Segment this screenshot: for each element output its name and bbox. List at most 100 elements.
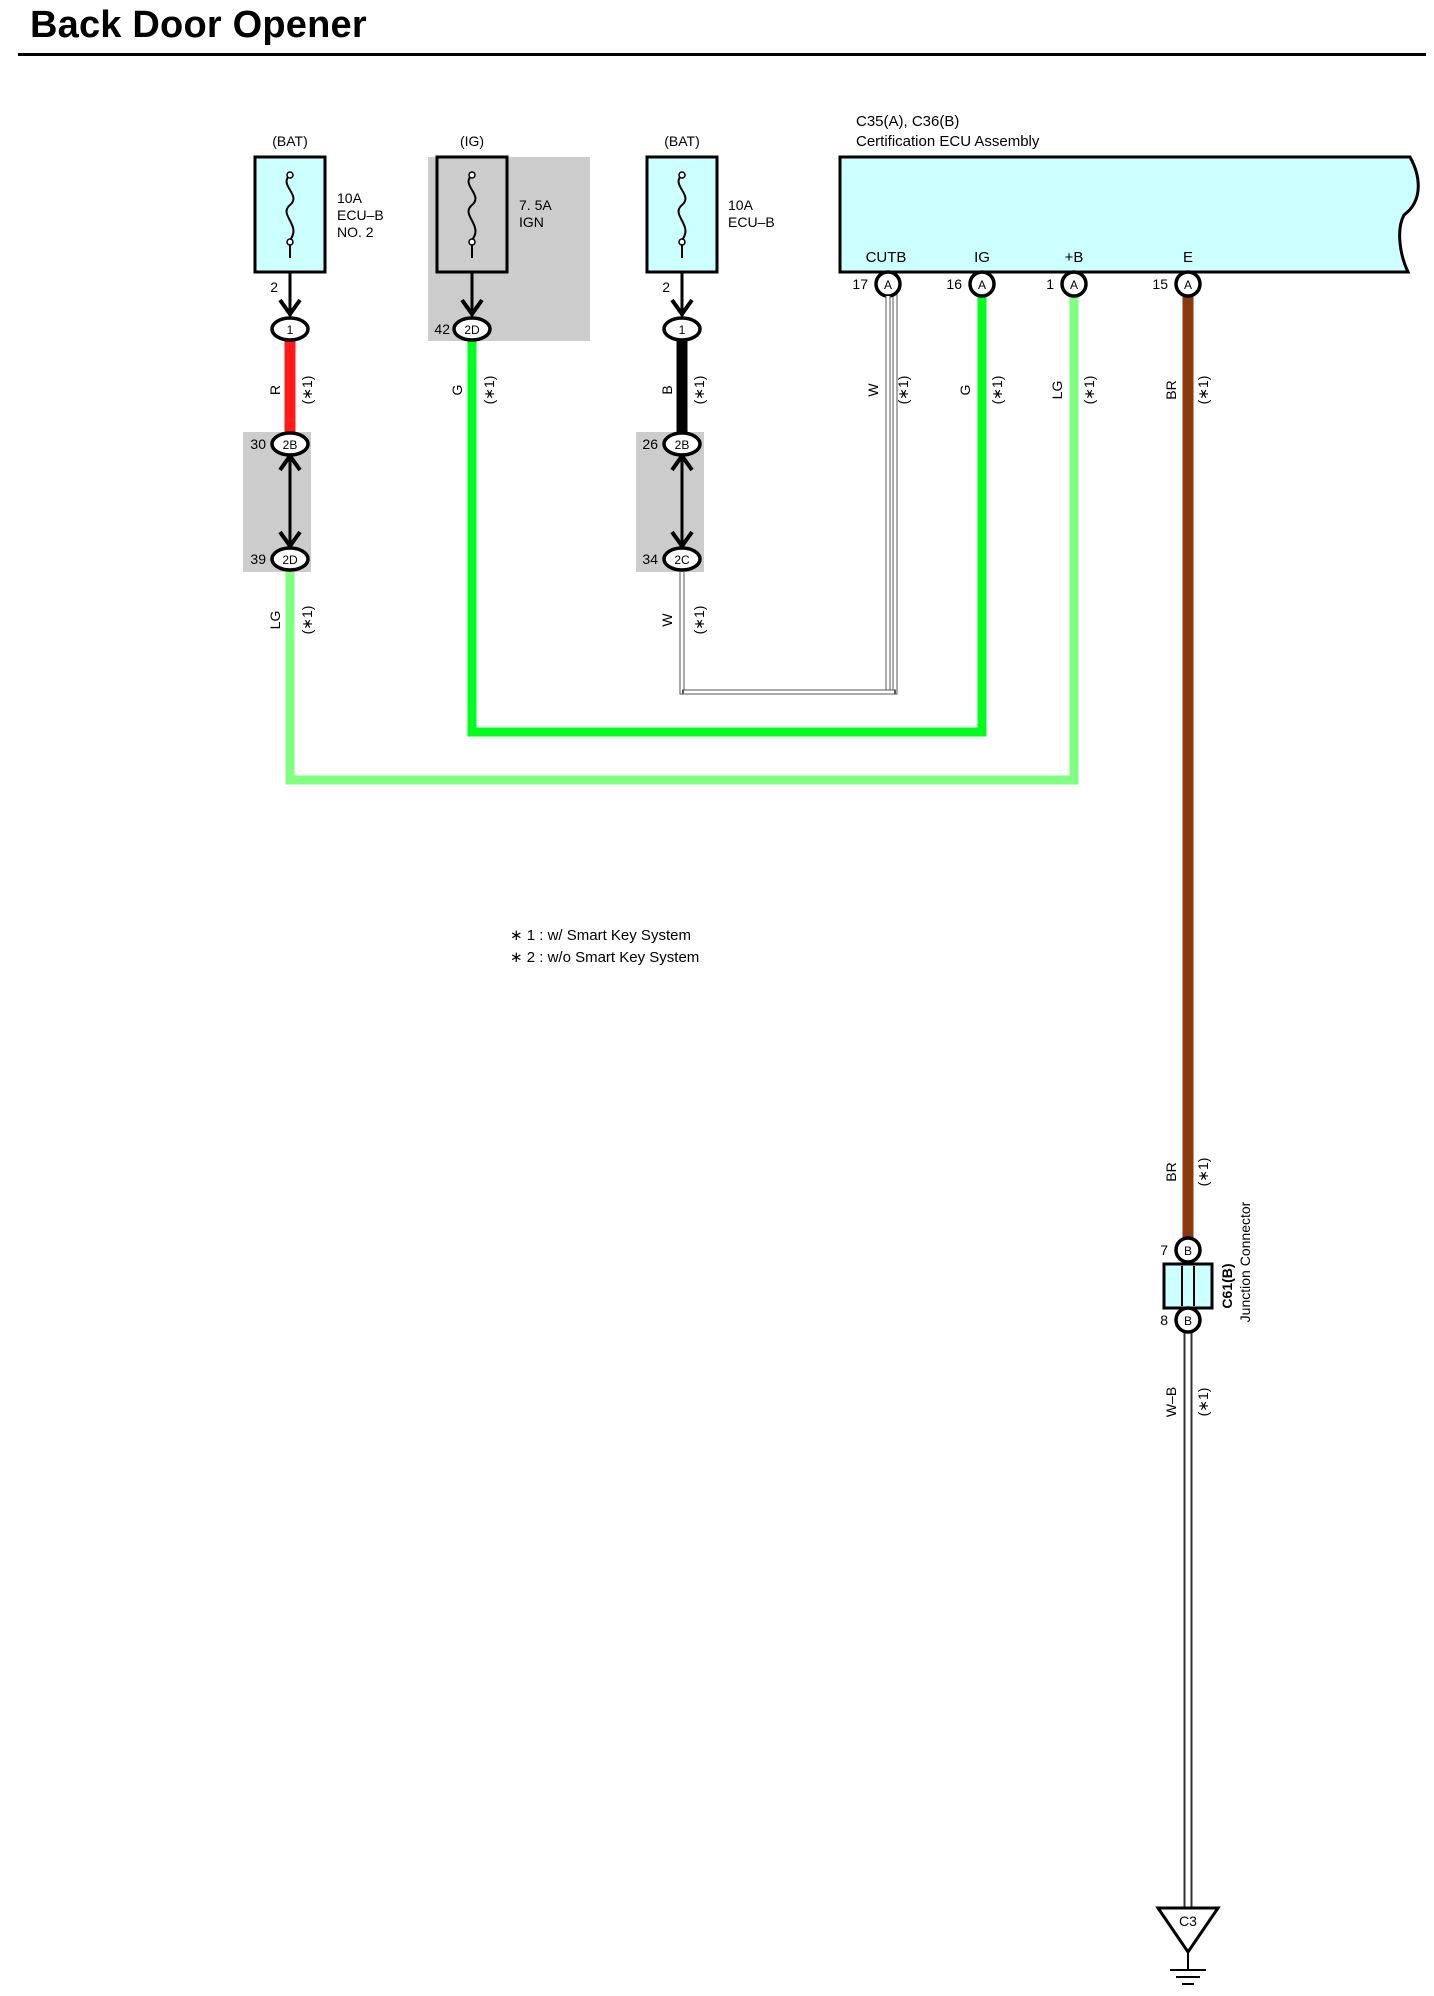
svg-text:42: 42 <box>434 321 450 337</box>
jc-name: Junction Connector <box>1237 1201 1253 1322</box>
wire-label-r: R (∗1) <box>267 376 315 405</box>
svg-text:A: A <box>1184 278 1192 292</box>
fuse1-name2: NO. 2 <box>337 224 374 240</box>
wire-label-br2: BR (∗1) <box>1163 1158 1211 1187</box>
fuse2-source: (IG) <box>460 133 484 149</box>
junction-26-2b: 26 2B <box>642 431 702 457</box>
wire-label-wb: W–B (∗1) <box>1163 1387 1211 1417</box>
svg-text:W: W <box>659 613 675 627</box>
wire-label-br1: BR (∗1) <box>1163 376 1211 405</box>
wire-label-b: B (∗1) <box>659 376 707 405</box>
junction-42-2d: 42 2D <box>434 316 492 342</box>
svg-text:2B: 2B <box>283 438 298 452</box>
svg-text:17: 17 <box>852 276 868 292</box>
wire-label-lg2: LG (∗1) <box>267 606 315 635</box>
page-title: Back Door Opener <box>30 4 367 46</box>
fuse1-source: (BAT) <box>272 133 308 149</box>
junction-connector-c61: 7 B 8 B C61(B) Junction Connector <box>1160 1201 1253 1334</box>
wire-label-w1: W (∗1) <box>865 376 911 405</box>
arrow-fuse2 <box>460 298 484 318</box>
wire-label-g1: G (∗1) <box>449 376 497 405</box>
junction-34-2c: 34 2C <box>642 546 702 572</box>
svg-text:1: 1 <box>1046 276 1054 292</box>
svg-text:(∗1): (∗1) <box>1195 1158 1211 1187</box>
ecu-connector-ids: C35(A), C36(B) <box>856 113 959 130</box>
svg-text:A: A <box>978 278 986 292</box>
svg-text:16: 16 <box>946 276 962 292</box>
certification-ecu: C35(A), C36(B) Certification ECU Assembl… <box>838 113 1420 274</box>
svg-text:34: 34 <box>642 551 658 567</box>
ecu-pin-plusb: 1 A <box>1046 270 1088 298</box>
svg-text:A: A <box>884 278 892 292</box>
ground-icon <box>1170 1969 1206 1985</box>
ecu-term-cutb: CUTB <box>866 249 907 266</box>
ecu-body <box>838 155 1420 274</box>
svg-text:LG: LG <box>267 611 283 630</box>
fuse2-rating: 7. 5A <box>519 197 552 213</box>
fuse3-element-icon <box>677 174 687 258</box>
wire-lg-left-to-plusb <box>285 285 1079 785</box>
fuse2-name1: IGN <box>519 214 544 230</box>
svg-text:30: 30 <box>250 436 266 452</box>
svg-text:W–B: W–B <box>1163 1387 1179 1417</box>
junction-30-2b: 30 2B <box>250 431 310 457</box>
junction-1-right: 1 <box>662 316 702 342</box>
svg-text:1: 1 <box>679 323 686 337</box>
ecu-pin-e: 15 A <box>1152 270 1202 298</box>
svg-text:LG: LG <box>1049 381 1065 400</box>
svg-text:8: 8 <box>1160 1312 1168 1328</box>
jc-id: C61(B) <box>1219 1263 1235 1308</box>
svg-text:BR: BR <box>1163 380 1179 399</box>
ecu-pin-ig: 16 A <box>946 270 996 298</box>
fuse3-pin: 2 <box>662 279 670 295</box>
svg-text:BR: BR <box>1163 1162 1179 1181</box>
svg-text:G: G <box>957 385 973 396</box>
svg-text:(∗1): (∗1) <box>481 376 497 405</box>
svg-text:B: B <box>1184 1314 1192 1328</box>
svg-text:2B: 2B <box>675 438 690 452</box>
svg-text:(∗1): (∗1) <box>895 376 911 405</box>
fuse2-element-icon <box>467 174 477 258</box>
svg-text:R: R <box>267 385 283 395</box>
arrow-fuse3 <box>670 298 694 318</box>
wire-w-outline <box>679 285 898 695</box>
svg-text:15: 15 <box>1152 276 1168 292</box>
svg-text:(∗1): (∗1) <box>691 376 707 405</box>
ecu-term-plusb: +B <box>1065 249 1084 266</box>
ground-c3: C3 <box>1155 1906 1221 1985</box>
note-1: ∗ 1 : w/ Smart Key System <box>510 927 691 944</box>
junction-1-left: 1 <box>270 316 310 342</box>
fuse3-rating: 10A <box>728 197 754 213</box>
title-underline <box>18 53 1426 56</box>
fuse-ign: (IG) 7. 5A IGN <box>435 133 552 274</box>
svg-text:B: B <box>659 385 675 394</box>
arrow-fuse1 <box>278 298 302 318</box>
svg-text:2C: 2C <box>674 553 690 567</box>
ecu-term-e: E <box>1183 249 1193 266</box>
note-2: ∗ 2 : w/o Smart Key System <box>510 949 699 966</box>
svg-text:39: 39 <box>250 551 266 567</box>
ecu-term-ig: IG <box>974 249 990 266</box>
ecu-pin-cutb: 17 A <box>852 270 902 298</box>
svg-text:7: 7 <box>1160 1242 1168 1258</box>
wire-label-g2: G (∗1) <box>957 376 1005 405</box>
svg-text:(∗1): (∗1) <box>1195 376 1211 405</box>
wire-g-ig-to-ecu <box>467 285 987 737</box>
fuse1-name1: ECU–B <box>337 207 384 223</box>
fuse-ecu-b: (BAT) 10A ECU–B 2 <box>645 133 775 295</box>
svg-text:(∗1): (∗1) <box>1081 376 1097 405</box>
junction-39-2d: 39 2D <box>250 546 310 572</box>
wire-label-lg1: LG (∗1) <box>1049 376 1097 405</box>
svg-text:(∗1): (∗1) <box>1195 1388 1211 1417</box>
svg-text:2D: 2D <box>464 323 480 337</box>
svg-text:(∗1): (∗1) <box>989 376 1005 405</box>
svg-text:26: 26 <box>642 436 658 452</box>
ecu-name: Certification ECU Assembly <box>856 133 1040 150</box>
wire-label-w2: W (∗1) <box>659 606 707 635</box>
svg-text:W: W <box>865 383 881 397</box>
svg-text:(∗1): (∗1) <box>299 606 315 635</box>
svg-text:A: A <box>1070 278 1078 292</box>
fuse3-source: (BAT) <box>664 133 700 149</box>
fuse-ecu-b-no2: (BAT) 10A ECU–B NO. 2 2 <box>253 133 384 295</box>
fuse1-pin: 2 <box>270 279 278 295</box>
